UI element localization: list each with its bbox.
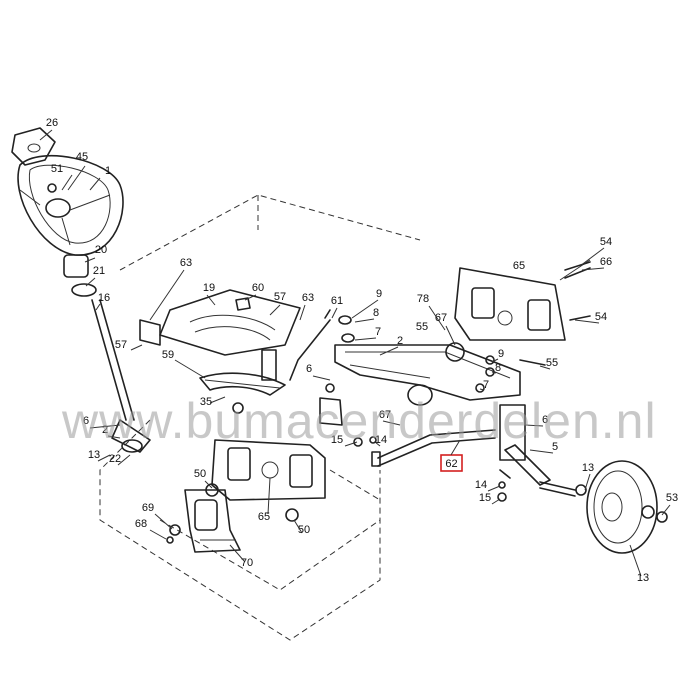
callout-label: 19 [203, 282, 215, 294]
callout-label: 8 [495, 362, 501, 374]
front-plate-65-lower [205, 439, 326, 522]
callout-label: 5 [552, 441, 558, 453]
callout-label: 69 [142, 502, 154, 514]
callout-label: 9 [376, 288, 382, 300]
callout-label: 54 [600, 236, 612, 248]
callout-label: 57 [115, 339, 127, 351]
callout-label: 16 [98, 292, 110, 304]
callout-label: 13 [637, 572, 649, 584]
callout-label: 6 [306, 363, 312, 375]
callout-label: 6 [83, 415, 89, 427]
highlighted-callout-62: 62 [440, 439, 463, 472]
steering-wheel [17, 154, 124, 256]
front-wheel [575, 460, 668, 554]
callout-label: 63 [302, 292, 314, 304]
callout-label: 22 [109, 453, 121, 465]
callout-label: 66 [600, 256, 612, 268]
front-plate-65-upper [454, 259, 591, 366]
cap-26 [11, 127, 56, 166]
callout-label: 60 [252, 282, 264, 294]
callout-label: 70 [241, 557, 253, 569]
callout-label: 78 [417, 293, 429, 305]
callout-label: 14 [475, 479, 487, 491]
callout-label: 6 [542, 414, 548, 426]
callout-label: 26 [46, 117, 58, 129]
callout-label: 9 [498, 348, 504, 360]
callout-label: 65 [513, 260, 525, 272]
callout-label: 13 [582, 462, 594, 474]
callout-label: 35 [200, 396, 212, 408]
callout-label: 50 [194, 468, 206, 480]
assembly-dashed-lines [99, 194, 421, 641]
callout-label: 68 [135, 518, 147, 530]
leader-lines [39, 129, 671, 577]
callout-label: 63 [180, 257, 192, 269]
callout-label: 67 [435, 312, 447, 324]
watermark-text: www.bumacenderdelen.nl [61, 393, 657, 449]
callout-label: 55 [546, 357, 558, 369]
callout-label: 20 [95, 244, 107, 256]
callout-label: 57 [274, 291, 286, 303]
callout-label: 2 [397, 335, 403, 347]
spindle-5 [499, 404, 576, 497]
callout-label: 61 [331, 295, 343, 307]
callout-label: 59 [162, 349, 174, 361]
callout-label: 65 [258, 511, 270, 523]
callout-label: 7 [375, 326, 381, 338]
callout-label: 13 [88, 449, 100, 461]
bracket-70 [166, 489, 241, 553]
callout-label: 53 [666, 492, 678, 504]
callout-label: 67 [379, 409, 391, 421]
callout-label: 15 [331, 434, 343, 446]
highlight-label: 62 [445, 458, 457, 470]
callout-label: 54 [595, 311, 607, 323]
drag-link [289, 309, 355, 381]
callout-label: 1 [105, 165, 111, 177]
tie-rod-62 [371, 429, 496, 467]
callout-label: 45 [76, 151, 88, 163]
hub-parts [47, 174, 73, 193]
steering-column [63, 254, 151, 453]
bracket-19 [139, 289, 301, 381]
callout-label: 8 [373, 307, 379, 319]
callout-label: 55 [416, 321, 428, 333]
callout-label: 14 [375, 434, 387, 446]
callout-label: 2 [102, 424, 108, 436]
callout-label: 7 [483, 379, 489, 391]
callout-label: 50 [298, 524, 310, 536]
callout-label: 15 [479, 492, 491, 504]
callout-label: 21 [93, 265, 105, 277]
gear-sector-59 [199, 372, 286, 396]
front-axle-2 [319, 342, 521, 426]
callout-label: 51 [51, 163, 63, 175]
